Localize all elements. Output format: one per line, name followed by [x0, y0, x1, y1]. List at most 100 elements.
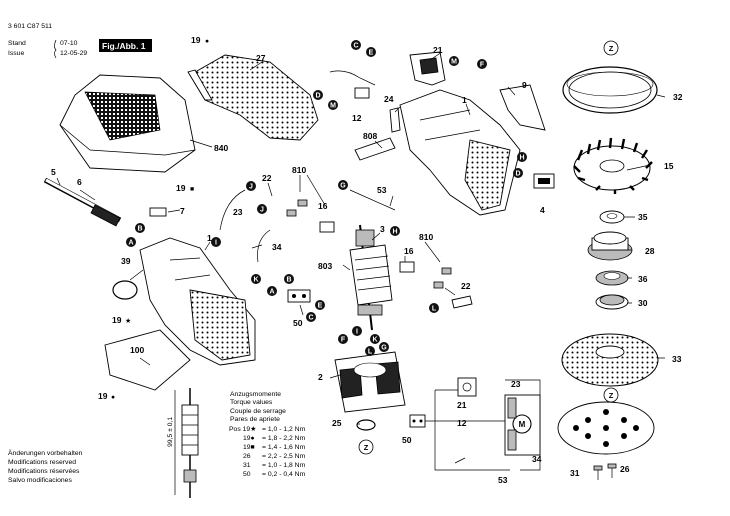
wire-34 [257, 229, 271, 263]
part-label: 810 [419, 232, 433, 242]
torque-title-en: Torque values [230, 399, 273, 406]
torque-row-eq: = 0,2 - 0,4 Nm [262, 471, 306, 478]
connector-12 [354, 87, 370, 99]
badge-letter: J [249, 184, 253, 191]
modification-line: Modifications reserved [8, 459, 76, 466]
cover-pad-9 [499, 84, 546, 131]
washer-35 [599, 210, 625, 224]
fan-15 [573, 137, 653, 194]
torque-symbol: ● [111, 394, 115, 401]
modification-line: Änderungen vorbehalten [8, 449, 83, 457]
badge-letter: A [128, 240, 133, 247]
switch-board-21 [409, 51, 446, 86]
sanding-pad-33 [561, 333, 659, 387]
dimension-label: 99,5 ± 0,1 [167, 417, 174, 447]
part-label: 33 [672, 354, 682, 364]
part-label: 50 [402, 435, 412, 445]
field-coil-2 [334, 351, 406, 413]
connector-badges: C E M F D M H D G J J I K L H A B B A E … [126, 40, 527, 356]
cable-clamp-7 [149, 207, 167, 217]
badge-letter: G [381, 345, 387, 352]
torque-table: Anzugsmomente Torque values Couple de se… [229, 391, 306, 478]
part-label: 32 [673, 92, 683, 102]
badge-letter: J [260, 207, 264, 214]
torque-row-pos: Pos 19★ [229, 425, 256, 433]
screws-31-26 [593, 463, 617, 480]
wire-12 [329, 70, 376, 86]
torque-title-es: Pares de apriete [230, 416, 280, 423]
part-label: 808 [363, 131, 377, 141]
ring-25 [356, 419, 376, 431]
housing-half-1-upper [399, 89, 521, 216]
front-cover-100 [104, 329, 191, 391]
badge-letter: L [368, 349, 373, 356]
bearing-36 [595, 270, 629, 286]
armature-803 [349, 224, 393, 331]
part-label: 1 [462, 95, 467, 105]
part-label: 1 [207, 233, 212, 243]
part-label: 25 [332, 418, 342, 428]
part-label: 4 [540, 205, 545, 215]
z-marker: Z [609, 44, 614, 53]
badge-letter: E [318, 303, 323, 310]
plate-808-spring-24 [354, 107, 401, 161]
z-marker: Z [609, 391, 614, 400]
torque-row-pos: 19■ [243, 444, 255, 451]
part-label: 3 [380, 224, 385, 234]
torque-symbol: ★ [125, 317, 131, 325]
stand-value: 07-10 [60, 40, 78, 47]
seal-30 [595, 294, 629, 310]
part-label: 15 [664, 161, 674, 171]
part-label: 5 [51, 167, 56, 177]
badge-letter: C [353, 43, 358, 50]
badge-letter: D [315, 93, 320, 100]
z-reference-markers: Z Z Z [358, 40, 619, 455]
part-label: 28 [645, 246, 655, 256]
torque-row-eq: = 1,4 - 1,6 Nm [262, 444, 306, 451]
part-label: 810 [292, 165, 306, 175]
part-label: 23 [233, 207, 243, 217]
part-label: 9 [522, 80, 527, 90]
part-label: 30 [638, 298, 648, 308]
badge-letter: A [269, 289, 274, 296]
part-label: 19 [112, 315, 122, 325]
part-label: 21 [457, 400, 467, 410]
part-label: 39 [121, 256, 131, 266]
part-label: 53 [377, 185, 387, 195]
part-number-labels: 19 ● 27 21 9 1 32 840 5 6 19 ■ 7 24 808 … [51, 35, 683, 485]
badge-letter: K [253, 277, 258, 284]
terminal-block-50 [287, 289, 311, 303]
part-label: 840 [214, 143, 228, 153]
badge-letter: I [215, 240, 217, 247]
part-label: 16 [318, 201, 328, 211]
part-label: 7 [180, 206, 185, 216]
part-label: 34 [272, 242, 282, 252]
part-label: 24 [384, 94, 394, 104]
badge-letter: B [137, 226, 142, 233]
part-label: 27 [256, 53, 266, 63]
torque-row-eq: = 1,8 - 2,2 Nm [262, 435, 306, 442]
part-label: 12 [352, 113, 362, 123]
brush-holder-left [286, 199, 335, 233]
issue-value: 12-05-29 [60, 50, 87, 57]
header-block: 3 601 C87 511 Stand Issue 07-10 12-05-29… [8, 23, 152, 59]
top-cover-27 [187, 54, 319, 141]
o-ring-39 [112, 280, 138, 300]
wire-23 [219, 189, 246, 231]
modifications-notice: Änderungen vorbehalten Modifications res… [8, 449, 83, 484]
fig-label-box [99, 39, 152, 52]
part-label: 12 [457, 418, 467, 428]
torque-title-de: Anzugsmomente [230, 391, 281, 398]
part-label: 31 [570, 468, 580, 478]
part-label: 21 [433, 45, 443, 55]
modification-line: Modifications réservées [8, 468, 80, 475]
fig-label: Fig./Abb. 1 [102, 41, 146, 51]
part-label: 22 [461, 281, 471, 291]
counterweight-28 [587, 231, 633, 261]
badge-letter: E [369, 50, 374, 57]
badge-letter: M [451, 59, 457, 66]
part-label: 803 [318, 261, 332, 271]
doc-number: 3 601 C87 511 [8, 23, 52, 30]
torque-title-fr: Couple de serrage [230, 408, 286, 415]
